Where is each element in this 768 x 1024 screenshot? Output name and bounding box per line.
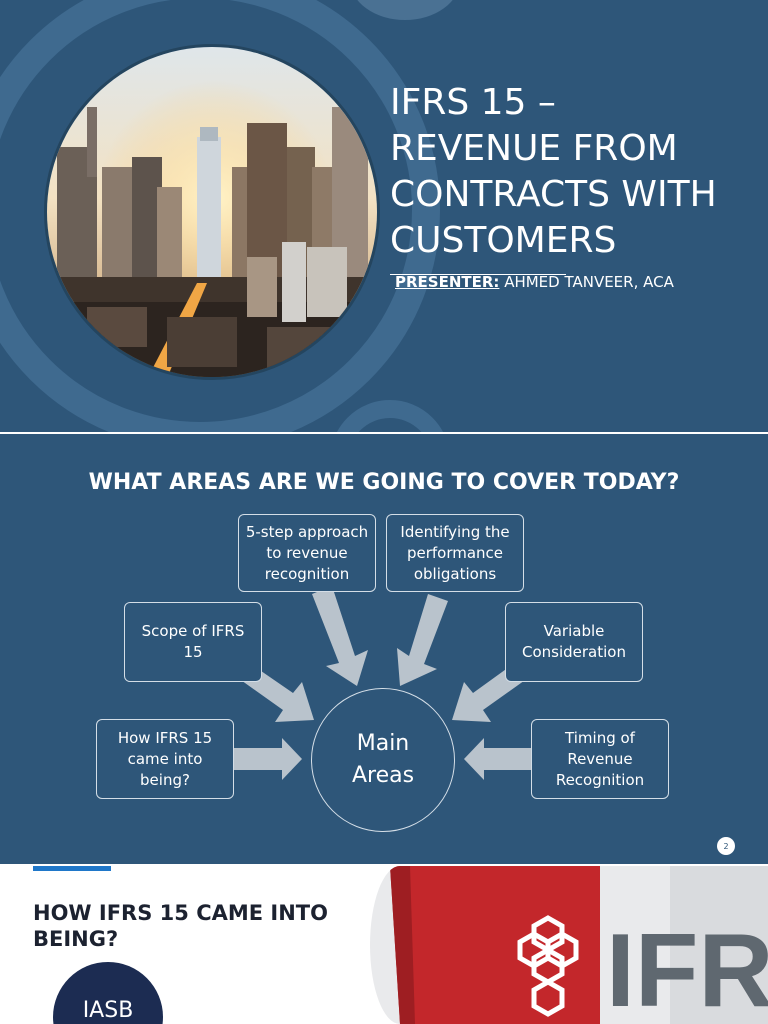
title-line: CUSTOMERS xyxy=(390,220,617,261)
ifrs-sign-text: IFRS xyxy=(606,913,768,1024)
decorative-blob xyxy=(350,0,460,20)
topic-line: 5-step approach xyxy=(245,522,369,541)
main-areas-circle: Main Areas xyxy=(311,688,455,832)
arrow-history xyxy=(234,738,302,780)
topic-line: Recognition xyxy=(555,770,645,789)
arrow-performance xyxy=(397,594,448,686)
center-line: Main xyxy=(356,731,410,756)
topic-line: obligations xyxy=(413,564,497,583)
topic-line: Scope of IFRS xyxy=(141,622,245,640)
topic-line: being? xyxy=(140,770,190,789)
topic-five-step-approach: 5-step approach to revenue recognition xyxy=(238,514,376,592)
topic-variable-consideration: Variable Consideration xyxy=(505,602,643,682)
topic-line: How IFRS 15 xyxy=(117,728,213,747)
topic-line: Identifying the xyxy=(400,522,510,541)
title-line: BEING? xyxy=(33,927,119,951)
title-block: IFRS 15 – REVENUE FROM CONTRACTS WITH CU… xyxy=(390,80,762,275)
title-divider xyxy=(390,274,566,275)
history-slide: HOW IFRS 15 CAME INTO BEING? IASB IFRS xyxy=(0,866,768,1024)
accent-bar xyxy=(33,866,111,871)
agenda-title: WHAT AREAS ARE WE GOING TO COVER TODAY? xyxy=(88,470,680,495)
center-line: Areas xyxy=(351,763,415,788)
iasb-badge: IASB xyxy=(53,962,163,1024)
topic-line: Revenue xyxy=(567,749,633,768)
topic-line: 15 xyxy=(183,643,203,661)
presenter-label: PRESENTER: xyxy=(395,273,500,291)
topic-performance-obligations: Identifying the performance obligations xyxy=(386,514,524,592)
title-line: REVENUE FROM xyxy=(390,128,678,169)
arrow-five-step xyxy=(312,586,368,686)
ifrs-logo-icon xyxy=(517,915,579,1017)
topic-line: Timing of xyxy=(565,728,635,747)
agenda-slide: WHAT AREAS ARE WE GOING TO COVER TODAY? … xyxy=(0,434,768,864)
decorative-ring-small xyxy=(330,400,450,432)
topic-line: Consideration xyxy=(522,643,626,661)
arrow-timing xyxy=(464,738,531,780)
iasb-label: IASB xyxy=(82,998,134,1023)
topic-line: Variable xyxy=(543,622,605,640)
title-line: IFRS 15 – xyxy=(390,82,556,123)
presenter-credit: PRESENTER: AHMED TANVEER, ACA xyxy=(395,273,674,291)
topic-history: How IFRS 15 came into being? xyxy=(96,719,234,799)
topic-line: to revenue xyxy=(266,543,348,562)
topic-line: performance xyxy=(406,543,504,562)
topic-scope: Scope of IFRS 15 xyxy=(124,602,262,682)
presenter-name: AHMED TANVEER, ACA xyxy=(499,273,674,291)
title-line: CONTRACTS WITH xyxy=(390,174,717,215)
ifrs-sign-photo: IFRS xyxy=(370,866,768,1024)
history-title: HOW IFRS 15 CAME INTO BEING? xyxy=(33,900,363,952)
topic-line: recognition xyxy=(264,564,350,583)
title-slide: IFRS 15 – REVENUE FROM CONTRACTS WITH CU… xyxy=(0,0,768,432)
slide-title: IFRS 15 – REVENUE FROM CONTRACTS WITH CU… xyxy=(390,80,762,264)
city-skyline-photo xyxy=(44,44,380,380)
topic-line: came into xyxy=(127,749,203,768)
title-line: HOW IFRS 15 CAME INTO xyxy=(33,901,328,925)
topic-timing: Timing of Revenue Recognition xyxy=(531,719,669,799)
page-number: 2 xyxy=(717,837,735,855)
